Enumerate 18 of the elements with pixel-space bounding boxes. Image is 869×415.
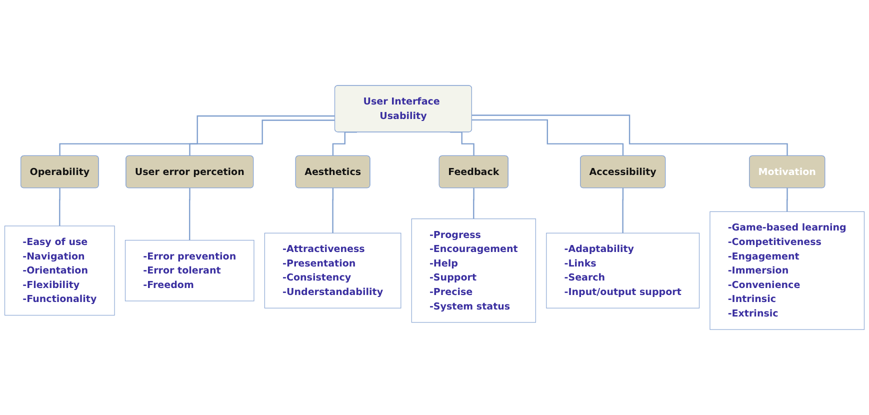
connector	[332, 132, 357, 157]
node-box	[710, 211, 865, 330]
connector	[189, 188, 190, 241]
node-box	[4, 226, 115, 316]
connector	[59, 188, 61, 227]
node-box	[264, 232, 402, 308]
connector	[189, 120, 336, 157]
node-box	[411, 218, 536, 323]
connector	[472, 114, 788, 157]
connector	[473, 188, 475, 220]
connector	[786, 188, 788, 212]
connector	[622, 188, 624, 234]
connector	[332, 188, 334, 234]
node-box	[546, 232, 700, 308]
connector	[450, 132, 475, 157]
node-box	[124, 240, 254, 302]
connector	[472, 119, 624, 157]
connector	[59, 115, 336, 157]
